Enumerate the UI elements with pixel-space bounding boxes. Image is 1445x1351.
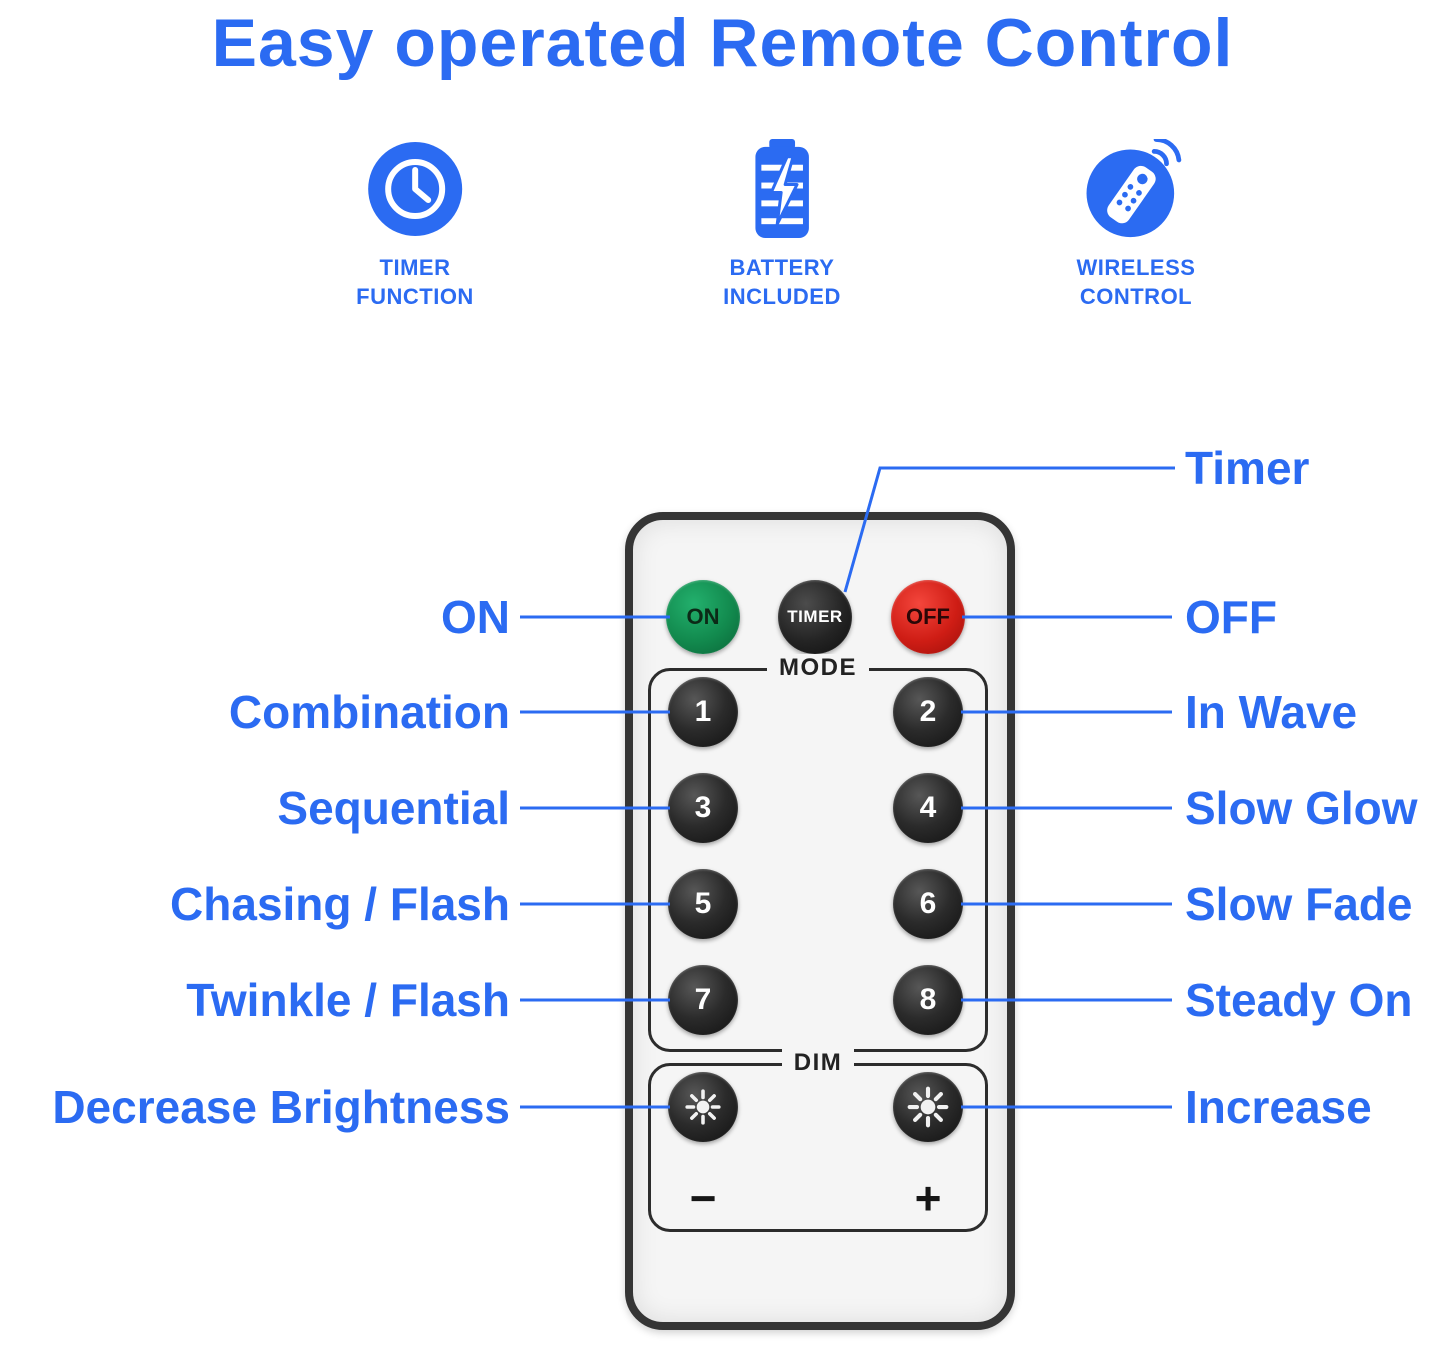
feature-label: BATTERY INCLUDED [723,255,841,309]
mode-button-1: 1 [668,677,738,747]
callout-off: OFF [1185,591,1277,643]
callout-on: ON [441,591,510,643]
off-button: OFF [891,580,965,654]
mode-button-3: 3 [668,773,738,843]
page-title: Easy operated Remote Control [211,5,1234,81]
clock-icon [356,136,474,242]
timer-button: TIMER [778,580,852,654]
dim-decrease-button [668,1072,738,1142]
callout-increase: Increase [1185,1081,1372,1133]
callout-combination: Combination [228,686,510,738]
mode-button-8: 8 [893,965,963,1035]
callout-in-wave: In Wave [1185,686,1358,738]
callout-steady-on: Steady On [1185,974,1413,1026]
callout-timer: Timer [1185,442,1310,494]
feature-battery-included: BATTERY INCLUDED [723,136,841,311]
minus-symbol: − [689,1172,717,1224]
mode-button-2: 2 [893,677,963,747]
dim-increase-button [893,1072,963,1142]
mode-button-7: 7 [668,965,738,1035]
callout-slow-fade: Slow Fade [1185,878,1413,930]
mode-button-4: 4 [893,773,963,843]
feature-label: WIRELESS CONTROL [1076,255,1196,309]
callout-chasing-flash: Chasing / Flash [170,878,510,930]
mode-button-5: 5 [668,869,738,939]
callout-sequential: Sequential [277,782,510,834]
on-button: ON [666,580,740,654]
brightness-down-icon [685,1089,721,1125]
feature-wireless-control: WIRELESS CONTROL [1077,136,1196,311]
callout-twinkle-flash: Twinkle / Flash [186,974,510,1026]
feature-label: TIMER FUNCTION [356,255,474,309]
brightness-up-icon [907,1086,949,1128]
dim-label: DIM [648,1049,988,1076]
battery-icon [723,136,841,242]
mode-label: MODE [648,654,988,681]
callout-slow-glow: Slow Glow [1185,782,1418,834]
feature-timer-function: TIMER FUNCTION [356,136,474,311]
plus-symbol: + [914,1172,942,1224]
remote-control: ON TIMER OFF MODE 1 2 3 4 5 6 7 8 DIM [625,512,1015,1330]
mode-button-6: 6 [893,869,963,939]
callout-decrease-brightness: Decrease Brightness [52,1081,510,1133]
wireless-remote-icon [1077,136,1196,242]
